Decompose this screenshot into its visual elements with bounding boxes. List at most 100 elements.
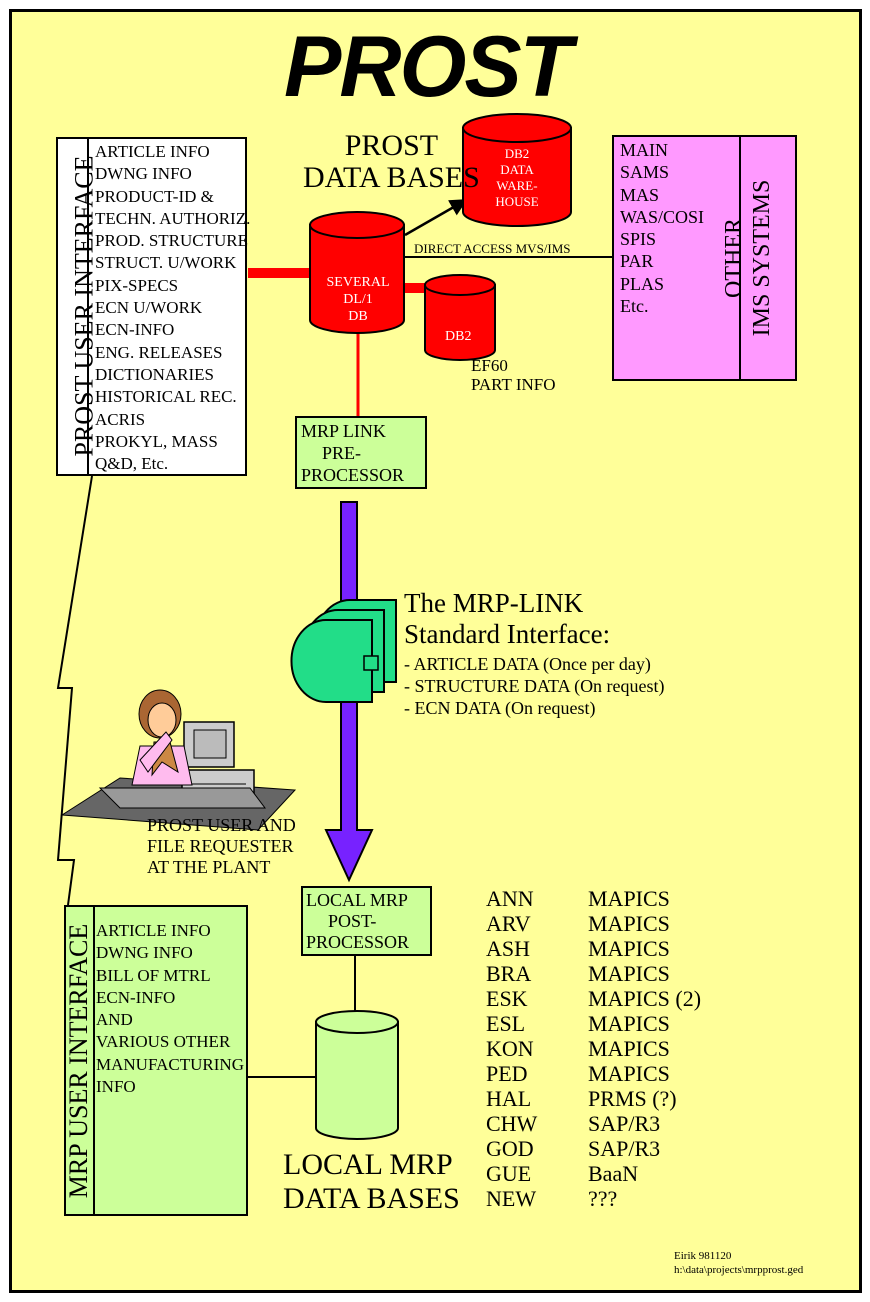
mrp-ui-item: MANUFACTURING <box>96 1054 244 1074</box>
plant-system: MAPICS <box>588 1061 670 1086</box>
preprocessor-line: PRE- <box>322 443 362 463</box>
red-link-dl1-to-db2 <box>395 283 435 293</box>
db2-label: DB2 <box>445 329 472 344</box>
plant-system: MAPICS (2) <box>588 986 702 1011</box>
postprocessor-line: PROCESSOR <box>306 932 410 952</box>
plant-system: ??? <box>588 1186 618 1211</box>
footer-author: Eirik 981120 <box>674 1250 732 1262</box>
prost-ui-item: DICTIONARIES <box>95 364 214 384</box>
arrow-to-warehouse <box>404 198 468 237</box>
prost-ui-item: ENG. RELEASES <box>95 342 223 362</box>
page-title: PROST <box>284 19 572 115</box>
mrp-ui-item: ECN-INFO <box>96 987 176 1007</box>
local-db-line2: DATA BASES <box>283 1182 460 1215</box>
plant-system: MAPICS <box>588 1011 670 1036</box>
ims-item: MAS <box>620 184 660 205</box>
plant-code: HAL <box>486 1086 532 1111</box>
prost-ui-divider <box>87 139 89 474</box>
prost-ui-item: ECN U/WORK <box>95 298 203 318</box>
ef60-label: EF60 <box>471 356 508 375</box>
preprocessor-label: MRP LINK PRE- PROCESSOR <box>301 420 404 486</box>
requester-line: AT THE PLANT <box>147 857 271 877</box>
standard-interface-line1: The MRP-LINK <box>404 588 584 618</box>
mrp-ui-item: DWNG INFO <box>96 943 193 963</box>
ims-item: WAS/COSI <box>620 206 705 227</box>
interface-item: - ECN DATA (On request) <box>404 698 596 718</box>
ims-divider <box>739 137 741 379</box>
prost-ui-item: STRUCT. U/WORK <box>95 253 237 273</box>
part-info-label: PART INFO <box>471 375 556 394</box>
dl1-label: SEVERAL DL/1 DB <box>314 274 402 325</box>
plant-system: SAP/R3 <box>588 1136 661 1161</box>
plant-system: MAPICS <box>588 911 670 936</box>
interface-item: - ARTICLE DATA (Once per day) <box>404 654 651 674</box>
mrp-link-preprocessor-box <box>295 416 427 489</box>
plant-code: GOD <box>486 1136 534 1161</box>
mrp-ui-label: MRP USER INTERFACE <box>64 923 93 1199</box>
interface-item: - STRUCTURE DATA (On request) <box>404 676 665 696</box>
prost-ui-item: PRODUCT-ID & <box>95 186 214 206</box>
ims-item: Etc. <box>620 296 649 317</box>
plant-system: PRMS (?) <box>588 1086 677 1111</box>
ef60-part-info: EF60 PART INFO <box>471 356 556 394</box>
ims-systems-box <box>612 135 797 381</box>
ims-item: SPIS <box>620 229 657 250</box>
requester-line: FILE REQUESTER <box>147 836 294 856</box>
mrp-ui-item: AND <box>96 1010 133 1030</box>
ims-item: MAIN <box>620 140 668 160</box>
plant-code: GUE <box>486 1161 532 1186</box>
prost-ui-item: HISTORICAL REC. <box>95 387 237 407</box>
direct-access-label: DIRECT ACCESS MVS/IMS <box>414 241 571 256</box>
footer-path: h:\data\projects\mrpprost.ged <box>674 1264 804 1276</box>
ims-item-list: MAIN SAMS MAS WAS/COSI SPIS PAR PLAS Etc… <box>620 139 704 317</box>
mrp-ui-item: BILL OF MTRL <box>96 965 211 985</box>
local-mrp-postprocessor-box <box>301 886 432 956</box>
plant-system: BaaN <box>588 1161 639 1186</box>
warehouse-label-line: DB2 <box>504 146 530 161</box>
mrp-ui-item: ARTICLE INFO <box>96 921 211 940</box>
prost-ui-item: Q&D, Etc. <box>95 454 169 474</box>
requester-label: PROST USER AND FILE REQUESTER AT THE PLA… <box>147 815 296 878</box>
plant-code: CHW <box>486 1111 538 1136</box>
ims-label-line1: OTHER <box>721 218 747 298</box>
local-mrp-databases-label: LOCAL MRP DATA BASES <box>283 1148 460 1216</box>
user-at-computer-icon <box>60 689 297 831</box>
preprocessor-line: PROCESSOR <box>301 465 405 485</box>
standard-interface-line2: Standard Interface: <box>404 619 611 649</box>
mrp-user-interface-box <box>64 905 248 1216</box>
plant-code-column: ANN ARV ASH BRA ESK ESL KON PED HAL CHW … <box>486 886 537 1211</box>
plant-system: MAPICS <box>588 1036 670 1061</box>
plant-system: MAPICS <box>588 936 670 961</box>
plant-system-column: MAPICS MAPICS MAPICS MAPICS MAPICS (2) M… <box>588 886 701 1211</box>
local-mrp-database-cylinder <box>315 1010 399 1140</box>
plant-code: ASH <box>486 936 531 961</box>
prost-ui-item: PROKYL, MASS <box>95 431 218 451</box>
preprocessor-line: MRP LINK <box>301 421 386 441</box>
plant-system: MAPICS <box>588 961 670 986</box>
postprocessor-line: LOCAL MRP <box>306 890 408 910</box>
prost-databases-heading-line1: PROST <box>344 129 439 162</box>
lightning-link <box>56 475 93 906</box>
prost-ui-item: DWNG INFO <box>95 164 192 184</box>
dl1-label-line: DB <box>348 309 368 324</box>
mrp-ui-divider <box>93 907 95 1214</box>
warehouse-label-line: DATA <box>500 162 534 177</box>
dl1-database-cylinder <box>309 211 405 334</box>
plant-code: PED <box>486 1061 528 1086</box>
warehouse-database-cylinder <box>462 113 572 227</box>
warehouse-label-line: WARE- <box>496 178 538 193</box>
plant-code: ESL <box>486 1011 526 1036</box>
postprocessor-line: POST- <box>328 911 377 931</box>
warehouse-label: DB2 DATA WARE- HOUSE <box>471 146 563 210</box>
local-db-line1: LOCAL MRP <box>283 1148 453 1181</box>
plant-code: BRA <box>486 961 532 986</box>
plant-code: ESK <box>486 986 528 1011</box>
ims-item: PAR <box>620 251 654 272</box>
prost-ui-item: ACRIS <box>95 409 146 429</box>
ims-item: PLAS <box>620 273 665 294</box>
db2-database-cylinder <box>424 274 496 361</box>
ims-label-line2: IMS SYSTEMS <box>749 179 775 337</box>
ims-item: SAMS <box>620 162 670 183</box>
